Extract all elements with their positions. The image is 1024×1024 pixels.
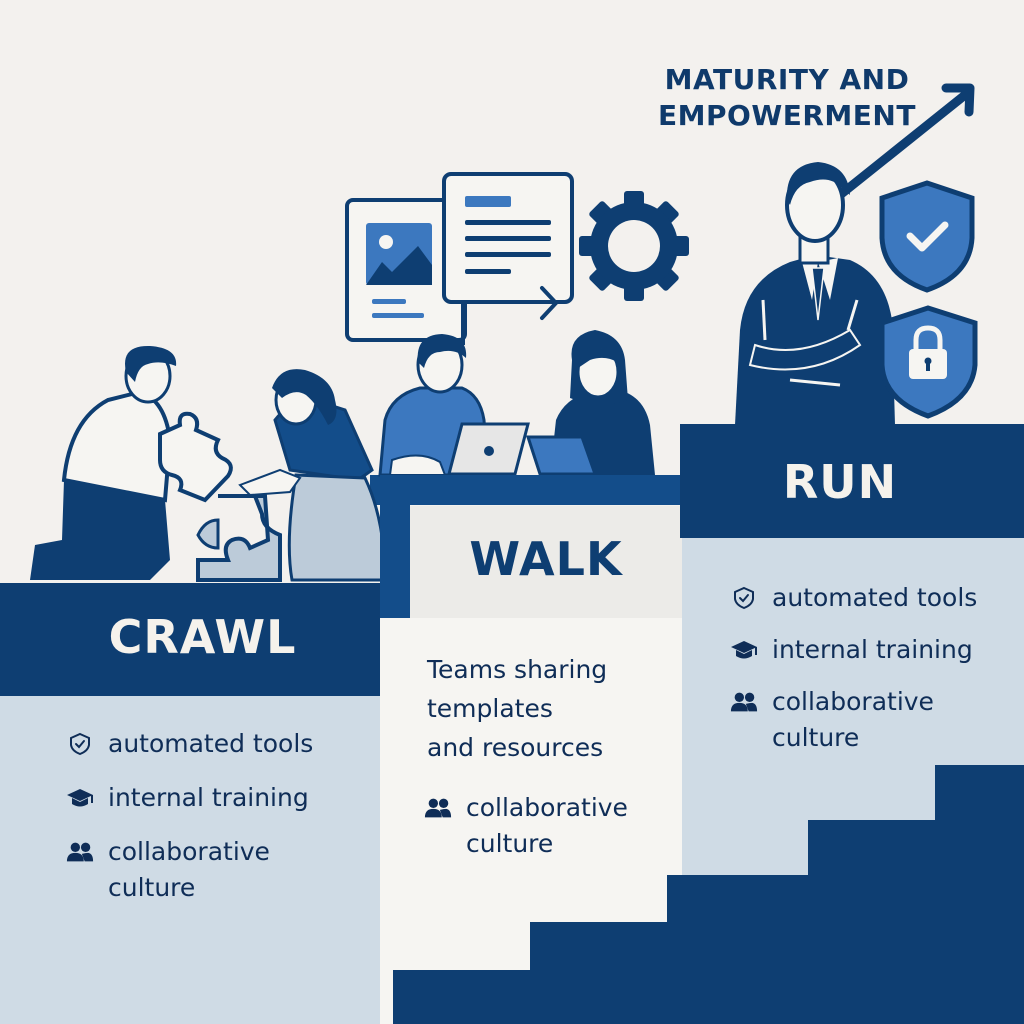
list-item-label: internal training — [108, 783, 309, 812]
shield-check-icon — [66, 726, 94, 762]
walk-side-band — [380, 505, 410, 620]
list-item-label-line-2: culture — [108, 873, 196, 902]
crawl-body-block — [0, 696, 380, 1024]
stage-title-run: RUN — [782, 455, 898, 509]
puzzle-piece-light-icon — [158, 411, 233, 503]
headline-line-2: EMPOWERMENT — [658, 99, 916, 132]
document-text-icon — [442, 172, 574, 345]
headline: MATURITY AND EMPOWERMENT — [652, 62, 922, 134]
laptop-icon-2 — [525, 435, 598, 476]
list-item-label-line-1: collaborative — [466, 793, 628, 822]
gear-icon — [579, 191, 689, 301]
walk-description-line-3: and resources — [427, 733, 604, 762]
shield-check-icon — [879, 180, 975, 293]
list-item-label: collaborative culture — [772, 684, 934, 756]
list-item: collaborative culture — [730, 684, 1020, 756]
list-item-label: collaborative culture — [466, 790, 628, 862]
people-icon — [730, 684, 758, 720]
list-item: automated tools — [730, 580, 1020, 616]
person-kneeling-female — [238, 369, 387, 582]
list-item: collaborative culture — [66, 834, 376, 906]
shield-check-icon — [730, 580, 758, 616]
list-item-label-line-1: collaborative — [772, 687, 934, 716]
walk-feature-list: collaborative culture — [424, 790, 674, 880]
stage-title-crawl: CRAWL — [108, 610, 297, 664]
headline-line-1: MATURITY AND — [664, 63, 910, 96]
trend-up-arrow-icon — [835, 83, 975, 200]
laptop-icon — [447, 422, 530, 476]
puzzle-piece-gray-icon — [196, 494, 282, 582]
list-item-label-line-2: culture — [772, 723, 860, 752]
document-image-icon — [345, 198, 467, 342]
list-item: collaborative culture — [424, 790, 674, 862]
crawl-header-block — [0, 583, 380, 696]
stage-title-walk: WALK — [469, 532, 623, 586]
list-item: internal training — [66, 780, 376, 816]
people-icon — [66, 834, 94, 870]
run-header-block — [680, 424, 1024, 538]
graduation-cap-icon — [66, 780, 94, 816]
run-feature-list: automated tools internal training collab… — [730, 580, 1020, 772]
list-item: internal training — [730, 632, 1020, 668]
shield-lock-icon — [879, 305, 978, 419]
list-item: automated tools — [66, 726, 376, 762]
list-item-label-line-2: culture — [466, 829, 554, 858]
list-item-label: internal training — [772, 635, 973, 664]
graduation-cap-icon — [730, 632, 758, 668]
businessman-figure — [735, 162, 895, 425]
walk-description-line-1: Teams sharing — [427, 655, 608, 684]
person-kneeling-male — [30, 345, 177, 580]
crawl-feature-list: automated tools internal training collab… — [66, 726, 376, 924]
walk-desk-band — [380, 475, 680, 505]
list-item-label: collaborative culture — [108, 834, 270, 906]
walk-description-line-2: templates — [427, 694, 553, 723]
walk-description: Teams sharing templates and resources — [427, 650, 667, 767]
list-item-label-line-1: collaborative — [108, 837, 270, 866]
people-icon — [424, 790, 452, 826]
list-item-label: automated tools — [108, 729, 314, 758]
list-item-label: automated tools — [772, 583, 978, 612]
walk-header-block — [410, 506, 682, 618]
